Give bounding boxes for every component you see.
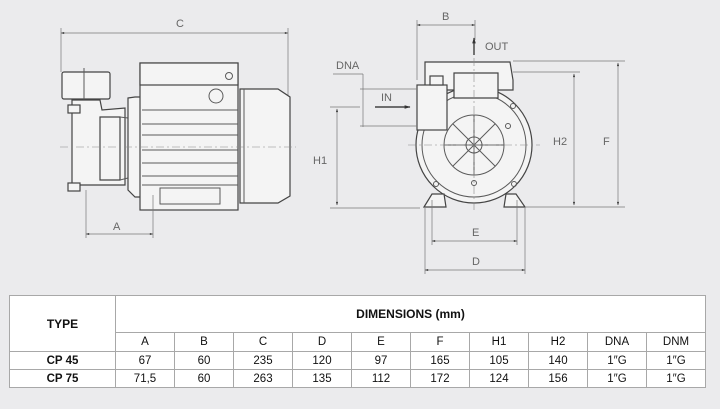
front-view: B OUT DNA IN — [330, 11, 625, 274]
value-cell: 120 — [292, 351, 352, 370]
dim-label-b: B — [442, 11, 449, 23]
value-cell: 112 — [351, 369, 411, 388]
dim-label-a: A — [113, 221, 121, 233]
dim-label-c: C — [176, 18, 184, 30]
dim-label-h1-side: H1 — [313, 155, 327, 167]
column-header: H1 — [469, 332, 529, 352]
dimensions-table: TYPE DIMENSIONS (mm) A B C D E F H1 H2 D… — [9, 295, 706, 388]
type-header: TYPE — [9, 295, 116, 352]
value-cell: 263 — [233, 369, 293, 388]
column-header: DNM — [646, 332, 706, 352]
value-cell: 105 — [469, 351, 529, 370]
value-cell: 71,5 — [115, 369, 175, 388]
type-cell: CP 75 — [9, 369, 116, 388]
column-header: A — [115, 332, 175, 352]
dimensions-header: DIMENSIONS (mm) — [115, 295, 706, 333]
column-header: DNA — [587, 332, 647, 352]
value-cell: 235 — [233, 351, 293, 370]
value-cell: 124 — [469, 369, 529, 388]
value-cell: 156 — [528, 369, 588, 388]
dim-label-dna: DNA — [336, 60, 360, 72]
column-header: B — [174, 332, 234, 352]
column-header: C — [233, 332, 293, 352]
technical-drawing: C A H1 — [60, 11, 625, 274]
outlet-label: OUT — [485, 41, 509, 53]
table-row: CP 45 67 60 235 120 97 165 105 140 1″G 1… — [9, 351, 706, 370]
type-cell: CP 45 — [9, 351, 116, 370]
value-cell: 1″G — [587, 369, 647, 388]
dim-label-d: D — [472, 256, 480, 268]
dim-label-h2: H2 — [553, 136, 567, 148]
column-header: F — [410, 332, 470, 352]
inlet-label: IN — [381, 92, 392, 104]
value-cell: 1″G — [587, 351, 647, 370]
table-row: CP 75 71,5 60 263 135 112 172 124 156 1″… — [9, 369, 706, 388]
dim-label-e: E — [472, 227, 479, 239]
value-cell: 172 — [410, 369, 470, 388]
value-cell: 97 — [351, 351, 411, 370]
column-header: D — [292, 332, 352, 352]
column-header: E — [351, 332, 411, 352]
side-view: C A H1 — [60, 18, 327, 238]
value-cell: 165 — [410, 351, 470, 370]
value-cell: 140 — [528, 351, 588, 370]
dim-label-f: F — [603, 136, 610, 148]
value-cell: 67 — [115, 351, 175, 370]
value-cell: 135 — [292, 369, 352, 388]
value-cell: 60 — [174, 369, 234, 388]
column-header: H2 — [528, 332, 588, 352]
value-cell: 1″G — [646, 369, 706, 388]
value-cell: 60 — [174, 351, 234, 370]
value-cell: 1″G — [646, 351, 706, 370]
